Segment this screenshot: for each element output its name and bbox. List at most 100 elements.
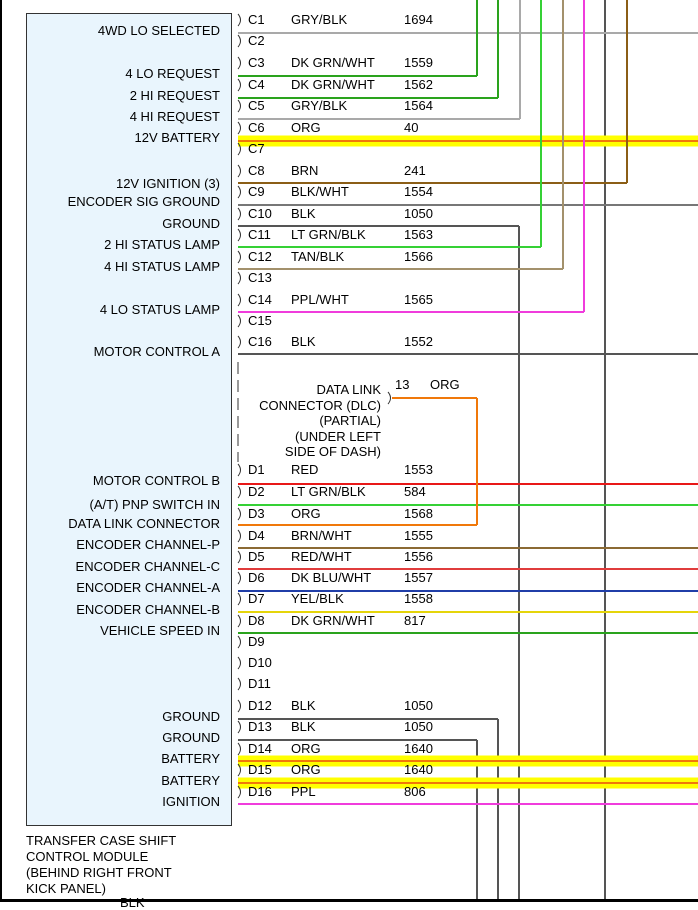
connector-bracket-d12	[237, 699, 241, 713]
pin-id-d13: D13	[248, 719, 272, 734]
module-label-d4: ENCODER CHANNEL-P	[76, 537, 220, 552]
circuit-d5: 1556	[404, 549, 433, 564]
pin-id-d16: D16	[248, 784, 272, 799]
connector-bracket-c12	[237, 250, 241, 264]
connector-bracket-d15	[237, 763, 241, 777]
wire-color-d4: BRN/WHT	[291, 528, 352, 543]
module-label-d12: GROUND	[162, 709, 220, 724]
connector-bracket-c4	[237, 78, 241, 92]
connector-bracket-d6	[237, 571, 241, 585]
connector-bracket-d2	[237, 485, 241, 499]
pin-id-c4: C4	[248, 77, 265, 92]
wire-color-d12: BLK	[291, 698, 316, 713]
dlc-connector-bracket	[387, 391, 391, 405]
pin-id-d14: D14	[248, 741, 272, 756]
pin-id-d7: D7	[248, 591, 265, 606]
circuit-c9: 1554	[404, 184, 433, 199]
module-label-c1: 4WD LO SELECTED	[97, 23, 220, 38]
wire-color-c3: DK GRN/WHT	[291, 55, 375, 70]
connector-bracket-c15	[237, 314, 241, 328]
connector-bracket-d16	[237, 785, 241, 799]
page-left-border	[0, 0, 2, 902]
connector-bracket-d9	[237, 635, 241, 649]
connector-bracket-c14	[237, 293, 241, 307]
module-cutoff-text: BLK	[120, 895, 145, 910]
pin-id-c8: C8	[248, 163, 265, 178]
wire-color-c5: GRY/BLK	[291, 98, 348, 113]
connector-bracket-d8	[237, 614, 241, 628]
module-label-c11: 2 HI STATUS LAMP	[104, 237, 220, 252]
transfer-case-module-box	[26, 13, 232, 826]
wire-color-d13: BLK	[291, 719, 316, 734]
pin-id-c11: C11	[248, 227, 271, 242]
circuit-c4: 1562	[404, 77, 433, 92]
pin-id-c14: C14	[248, 292, 272, 307]
wire-color-d8: DK GRN/WHT	[291, 613, 375, 628]
connector-bracket-c3	[237, 56, 241, 70]
pin-id-d3: D3	[248, 506, 265, 521]
module-label-c8: 12V IGNITION (3)	[115, 176, 220, 191]
pin-id-d2: D2	[248, 484, 265, 499]
circuit-d8: 817	[404, 613, 426, 628]
connector-bracket-d4	[237, 529, 241, 543]
circuit-d14: 1640	[404, 741, 433, 756]
module-label-d7: ENCODER CHANNEL-B	[76, 602, 220, 617]
circuit-c14: 1565	[404, 292, 433, 307]
module-label-c12: 4 HI STATUS LAMP	[104, 259, 220, 274]
connector-bracket-c5	[237, 99, 241, 113]
circuit-d13: 1050	[404, 719, 433, 734]
connector-bracket-d10	[237, 656, 241, 670]
pin-id-c16: C16	[248, 334, 272, 349]
dlc-label-line-1: DATA LINK	[316, 382, 381, 397]
circuit-d7: 1558	[404, 591, 433, 606]
module-label-c4: 2 HI REQUEST	[129, 88, 220, 103]
pin-id-c7: C7	[248, 141, 265, 156]
dlc-pin-number: 13	[395, 377, 410, 392]
circuit-c10: 1050	[404, 206, 433, 221]
module-label-d3: DATA LINK CONNECTOR	[68, 516, 220, 531]
module-label-c5: 4 HI REQUEST	[129, 109, 220, 124]
pin-id-c3: C3	[248, 55, 265, 70]
circuit-c12: 1566	[404, 249, 433, 264]
pin-id-d5: D5	[248, 549, 265, 564]
connector-bracket-c16	[237, 335, 241, 349]
wire-color-c8: BRN	[291, 163, 319, 178]
module-label-d6: ENCODER CHANNEL-A	[76, 580, 220, 595]
pin-id-c12: C12	[248, 249, 272, 264]
connector-bracket-c11	[237, 228, 241, 242]
module-label-d15: BATTERY	[161, 773, 220, 788]
circuit-c11: 1563	[404, 227, 433, 242]
wire-color-c10: BLK	[291, 206, 316, 221]
module-label-d5: ENCODER CHANNEL-C	[75, 559, 220, 574]
pin-id-d6: D6	[248, 570, 265, 585]
connector-bracket-c7	[237, 142, 241, 156]
module-label-d14: BATTERY	[161, 751, 220, 766]
module-label-c6: 12V BATTERY	[134, 130, 221, 145]
circuit-c6: 40	[404, 120, 419, 135]
dlc-label-line-3: (PARTIAL)	[319, 413, 381, 429]
pin-id-c9: C9	[248, 184, 265, 199]
connector-bracket-d13	[237, 720, 241, 734]
circuit-d15: 1640	[404, 762, 433, 777]
connector-bracket-d7	[237, 592, 241, 606]
wire-color-d7: YEL/BLK	[291, 591, 344, 606]
circuit-c16: 1552	[404, 334, 433, 349]
wire-color-c12: TAN/BLK	[291, 249, 345, 264]
connector-bracket-c1	[237, 13, 241, 27]
pin-id-c15: C15	[248, 313, 272, 328]
pin-id-c13: C13	[248, 270, 272, 285]
connector-bracket-c9	[237, 185, 241, 199]
pin-id-c10: C10	[248, 206, 272, 221]
circuit-d2: 584	[404, 484, 426, 499]
wire-color-d6: DK BLU/WHT	[291, 570, 372, 585]
circuit-d16: 806	[404, 784, 426, 799]
wire-color-c11: LT GRN/BLK	[291, 227, 366, 242]
module-label-d8: VEHICLE SPEED IN	[100, 623, 220, 638]
connector-bracket-c2	[237, 34, 241, 48]
connector-bracket-c6	[237, 121, 241, 135]
pin-id-c5: C5	[248, 98, 265, 113]
dlc-label-line-2: CONNECTOR (DLC)	[259, 397, 381, 413]
pin-id-d9: D9	[248, 634, 265, 649]
wire-color-c1: GRY/BLK	[291, 12, 348, 27]
